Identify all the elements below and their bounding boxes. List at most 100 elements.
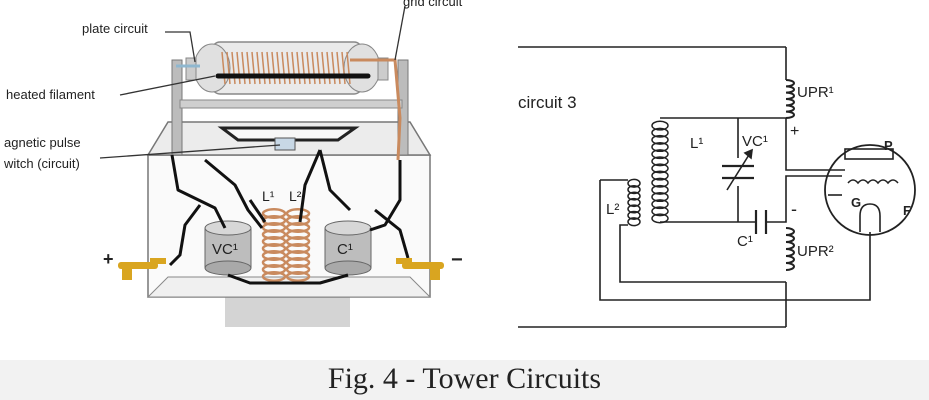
coil-turn	[285, 250, 311, 261]
schematic-l2-label: L²	[606, 201, 619, 218]
tube-coil-turn	[326, 51, 331, 85]
coil-turn	[285, 236, 311, 247]
coil-turn	[651, 156, 669, 167]
coil-turn	[627, 178, 641, 188]
coil-turn	[651, 127, 669, 138]
coil-turn	[261, 236, 287, 247]
schematic-vc1-label: VC¹	[742, 133, 768, 150]
magnetic-pulse-label-line1: agnetic pulse	[4, 135, 81, 150]
schematic-tube	[824, 144, 916, 236]
label-leaders	[99, 5, 406, 159]
coil-turn	[627, 191, 641, 201]
tube-coil-turn	[336, 51, 341, 85]
heated-filament-label: heated filament	[6, 87, 95, 102]
l2-outer-loop	[599, 180, 871, 301]
tube-coil-turn	[316, 51, 321, 85]
tube-coil-turn	[286, 51, 291, 85]
coil-turn	[627, 197, 641, 208]
coil-turn	[651, 170, 669, 181]
negative-terminal	[396, 258, 444, 280]
tube-g-label: G	[851, 195, 861, 210]
schematic-plus: +	[790, 123, 799, 140]
vacuum-tube	[185, 41, 389, 95]
tube-coil-turn	[296, 51, 301, 85]
coil-turn	[627, 185, 641, 195]
capacitor-vc1	[204, 220, 252, 276]
tube-coil-turn	[266, 51, 271, 85]
tube-coil-turn	[241, 51, 246, 85]
schematic-c1-label: C¹	[737, 233, 753, 250]
tube-coil-turn	[276, 51, 281, 85]
schematic	[518, 46, 916, 328]
housing-floor	[146, 276, 432, 298]
tube-coil-turn	[321, 51, 326, 85]
coil-turn	[651, 177, 669, 188]
coil-turn	[651, 134, 669, 145]
tower-c1-label: C¹	[337, 241, 353, 258]
tube-coil-turn	[221, 51, 226, 85]
coil-turn	[261, 271, 287, 282]
coil-turn	[651, 149, 669, 160]
tube-coil-turn	[341, 51, 346, 85]
coil-turn	[285, 257, 311, 268]
coil-turn	[651, 120, 669, 131]
tube-coil-turn	[261, 51, 266, 85]
coil-turn	[261, 264, 287, 275]
tube-coil-turn	[331, 51, 336, 85]
coil-turn	[261, 222, 287, 233]
upr2-coil	[785, 227, 795, 271]
positive-terminal	[118, 258, 166, 280]
upr2-label: UPR²	[797, 243, 834, 260]
coil-winding	[785, 79, 795, 119]
tube-coil-turn	[246, 51, 251, 85]
plate-circuit-label: plate circuit	[82, 21, 148, 36]
l2-left-loop	[600, 179, 786, 283]
coil-turn	[285, 271, 311, 282]
schematic-l1-label: L¹	[690, 135, 703, 152]
coil-turn	[261, 208, 287, 219]
coil-turn	[651, 199, 669, 210]
coil-turn	[627, 210, 641, 220]
grid-circuit-wire	[350, 58, 402, 161]
tube-coil-turn	[311, 51, 316, 85]
coil-turn	[651, 184, 669, 195]
tower-wiring	[168, 149, 410, 285]
tower-plus-label: +	[103, 249, 114, 269]
coil-turn	[285, 243, 311, 254]
coil-turn	[285, 208, 311, 219]
coil-turn	[651, 163, 669, 174]
tower-minus-label: −	[451, 249, 463, 271]
magnetic-pulse-label-line2: witch (circuit)	[3, 156, 80, 171]
coil-turn	[285, 264, 311, 275]
coil-turn	[627, 217, 641, 227]
tube-coil-turn	[306, 51, 311, 85]
coil-turn	[627, 204, 641, 214]
base-pedestal	[225, 292, 350, 327]
coil-turn	[651, 206, 669, 217]
upr1-coil	[785, 79, 795, 119]
coil-turn	[261, 257, 287, 268]
tube-p-label: P	[884, 138, 893, 153]
top-bar	[179, 99, 403, 109]
coil-turn	[261, 250, 287, 261]
tube-coil-turn	[281, 51, 286, 85]
tower-illustration: plate circuit grid circuit heated filame…	[3, 0, 463, 327]
vc1-arrow	[726, 149, 753, 191]
caption-band	[0, 360, 929, 400]
c1-branch	[740, 175, 842, 223]
upr1-to-node	[785, 118, 845, 171]
circuit-name: circuit 3	[518, 93, 577, 112]
coil-turn	[651, 191, 669, 203]
schematic-l1-coil	[651, 120, 669, 224]
figure-caption: Fig. 4 - Tower Circuits	[327, 362, 602, 395]
tube-coil-turn	[231, 51, 236, 85]
tube-coil-turn	[251, 51, 256, 85]
tube-f-label: F	[903, 203, 911, 218]
coil-l1	[261, 208, 287, 282]
coil-turn	[285, 229, 311, 240]
tube-coil-turn	[346, 51, 351, 85]
coil-turn	[651, 141, 669, 153]
schematic-l2-coil	[627, 178, 641, 227]
tube-coil-turn	[291, 51, 296, 85]
